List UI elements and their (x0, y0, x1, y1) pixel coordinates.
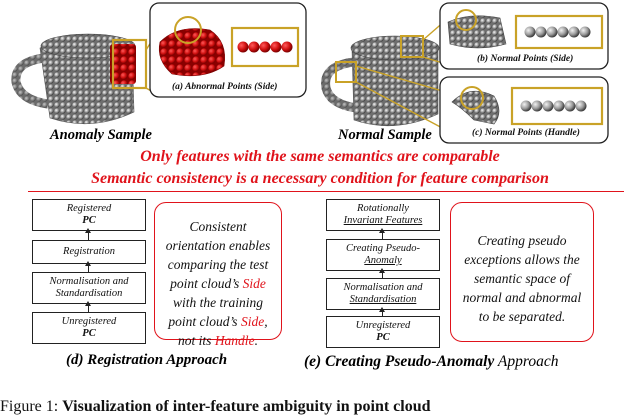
registration-explanation-text-3: , not its (178, 314, 268, 348)
registration-explanation-handle: Handle (214, 333, 255, 348)
point-cloud-illustration (11, 2, 609, 144)
panel-a-zoom-frame (230, 26, 300, 68)
box-rotationally-invariant-line1: Rotationally (357, 203, 409, 214)
panel-b-label: (b) Normal Points (Side) (477, 54, 574, 64)
caption-d: (d) Registration Approach (66, 352, 228, 368)
normal-sample-label: Normal Sample (338, 127, 432, 143)
registration-explanation-text-2: with the training point cloud’s (168, 295, 263, 329)
box-unregistered-pc-line1: Unregistered (61, 316, 117, 327)
panel-a-red-points (237, 41, 293, 53)
arrow-up (84, 301, 92, 312)
statement-line-1: Only features with the same semantics ar… (140, 148, 500, 165)
arrow-up (378, 307, 386, 316)
box-unregistered-pc-line2: PC (82, 328, 96, 339)
panel-a-label-text: (a) Abnormal Points (Side) (172, 82, 278, 92)
arrow-up (378, 228, 386, 239)
box-normalisation-line2: Standardisation (55, 288, 123, 299)
caption-e-rest: Approach (494, 353, 559, 370)
box-normalisation-e-line1: Normalisation and (343, 282, 423, 293)
registration-explanation-side-2: Side (240, 314, 265, 329)
panel-b-zoom-frame (514, 14, 604, 50)
box-rotationally-invariant-line2: Invariant Features (343, 215, 423, 226)
box-normalisation-e-line2: Standardisation (349, 294, 417, 305)
box-unregistered-pc-e: Unregistered PC (326, 316, 440, 348)
normal-cup (321, 35, 440, 127)
arrow-up (378, 268, 386, 278)
anomaly-highlight-frame (111, 38, 148, 90)
panel-c-grey-points (520, 100, 587, 112)
anomaly-region (110, 44, 136, 84)
panel-a-red-cluster (158, 16, 225, 77)
registration-explanation-side-1: Side (242, 276, 266, 291)
box-creating-pseudo-anomaly-line2: Anomaly (364, 255, 402, 266)
panel-b-grey-cluster (447, 9, 507, 49)
box-unregistered-pc: Unregistered PC (32, 312, 146, 344)
box-registered-pc-line2: PC (82, 215, 96, 226)
caption-e-bold: (e) Creating Pseudo-Anomaly (304, 353, 495, 370)
box-registration-line1: Registration (63, 246, 115, 257)
normal-handle-highlight-frame (335, 61, 357, 83)
pseudo-anomaly-explanation: Creating pseudo exceptions allows the se… (450, 202, 594, 342)
arrow-up (84, 228, 92, 240)
anomaly-cup (11, 33, 136, 125)
box-normalisation-line1: Normalisation and (49, 276, 129, 287)
panel-c-handle-cluster (451, 86, 500, 125)
box-unregistered-pc-e-line2: PC (376, 332, 390, 343)
figure-caption: Figure 1: Visualization of inter-feature… (0, 398, 431, 416)
registration-explanation-text-1: Consistent orientation enables comparing… (165, 219, 271, 291)
caption-e: (e) Creating Pseudo-Anomaly Approach (304, 353, 558, 371)
registration-explanation-text-4: . (254, 333, 258, 348)
figure-caption-label: Figure 1: (0, 398, 59, 415)
box-registered-pc: Registered PC (32, 199, 146, 231)
box-unregistered-pc-e-line1: Unregistered (355, 320, 411, 331)
statement-line-2: Semantic consistency is a necessary cond… (91, 170, 549, 187)
arrow-up (84, 261, 92, 272)
panel-a-label: (a) Abnormal Points (Side) (172, 82, 277, 92)
panel-c-label: (c) Normal Points (Handle) (472, 128, 580, 138)
figure-caption-text: Visualization of inter-feature ambiguity… (62, 398, 431, 415)
box-creating-pseudo-anomaly: Creating Pseudo- Anomaly (326, 239, 440, 271)
normal-side-highlight-frame (400, 35, 424, 58)
statement-divider (28, 191, 624, 193)
box-creating-pseudo-anomaly-line1: Creating Pseudo- (346, 243, 420, 254)
box-normalisation: Normalisation and Standardisation (32, 272, 146, 304)
panel-c-zoom-frame (510, 86, 604, 126)
panel-b-grey-points (524, 26, 591, 38)
box-rotationally-invariant: Rotationally Invariant Features (326, 199, 440, 231)
box-registered-pc-line1: Registered (66, 203, 112, 214)
registration-explanation: Consistent orientation enables comparing… (154, 202, 282, 348)
box-normalisation-e: Normalisation and Standardisation (326, 278, 440, 310)
anomaly-sample-label: Anomaly Sample (50, 127, 152, 143)
